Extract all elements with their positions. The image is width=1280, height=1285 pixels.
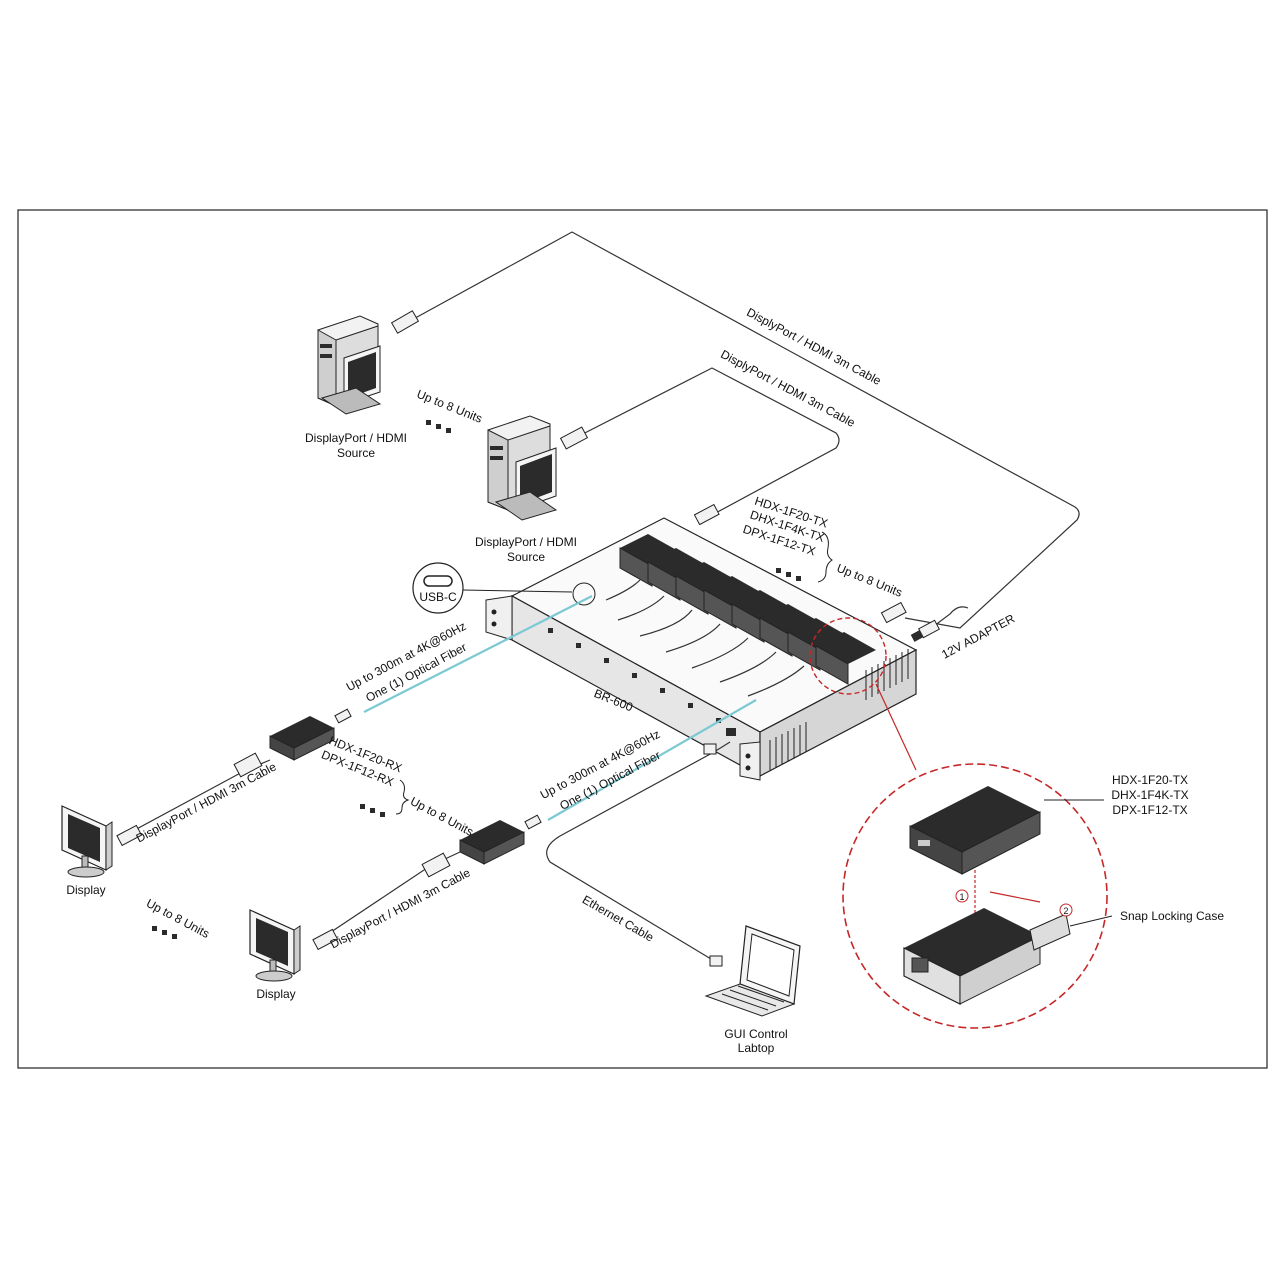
hdmi-connector-2 [559, 426, 589, 450]
display-monitor-1 [61, 805, 113, 878]
display1-label: Display [66, 883, 105, 897]
rx-unit-1 [269, 708, 352, 761]
tx-brace [817, 531, 833, 583]
zoom-model-3: DPX-1F12-TX [1112, 803, 1187, 817]
source-pc-1 [317, 315, 382, 415]
snap-label: Snap Locking Case [1120, 909, 1224, 923]
ellipsis-dots-source [426, 420, 451, 433]
fiber-line-1 [363, 595, 593, 713]
source1-label-line1: DisplayPort / HDMI [305, 431, 407, 445]
source2-label-line1: DisplayPort / HDMI [475, 535, 577, 549]
internal-patch-cables [605, 579, 805, 697]
cable-source2 [574, 367, 840, 516]
zoom-model-1: HDX-1F20-TX [1112, 773, 1188, 787]
fiber-line-2 [547, 699, 757, 821]
laptop-label-line1: GUI Control [724, 1027, 787, 1041]
zoom-case [903, 908, 1071, 1005]
usb-c-label: USB-C [419, 590, 457, 604]
laptop [704, 925, 801, 1017]
adapter-label: 12V ADAPTER [939, 611, 1017, 661]
rx-up-to-8-label: Up to 8 Units [408, 794, 476, 839]
step1-label: 1 [959, 892, 964, 902]
display-monitor-2 [249, 909, 301, 982]
up-to-8-display-label: Up to 8 Units [144, 896, 212, 941]
step2-marker [1059, 903, 1073, 917]
usb-c-callout: USB-C [412, 562, 596, 614]
latch-arrow [989, 891, 1041, 903]
ethernet-cable [546, 741, 731, 963]
hdmi-connector-display-1 [116, 752, 263, 847]
cable-display2-label: DisplayPort / HDMI 3m Cable [328, 865, 473, 951]
source1-label-line2: Source [337, 446, 375, 460]
rj45-plug-top [703, 743, 717, 755]
source2-label-line2: Source [507, 550, 545, 564]
ellipsis-dots-rx [360, 804, 385, 817]
step2-label: 2 [1063, 906, 1068, 916]
step1-marker [955, 889, 969, 903]
rx-brace [395, 779, 410, 815]
ellipsis-dots-display [152, 926, 177, 939]
tx-modules-row [619, 534, 876, 685]
hdmi-connector-4 [880, 601, 907, 624]
source-pc-2 [487, 415, 558, 521]
zoom-module [909, 786, 1041, 875]
laptop-label-line2: Labtop [738, 1041, 775, 1055]
diagram-frame [17, 209, 1268, 1069]
rx-unit-2 [459, 814, 542, 865]
zoom-detail-circle [842, 763, 1108, 1029]
zoom-leader-line [875, 683, 917, 771]
zoom-source-circle [809, 617, 887, 695]
rj45-plug-bottom [709, 955, 723, 967]
power-adapter-plug [910, 606, 969, 642]
tx-up-to-8-label: Up to 8 Units [835, 561, 905, 600]
hdmi-connector-3 [693, 503, 720, 526]
display2-label: Display [256, 987, 295, 1001]
up-to-8-source-label: Up to 8 Units [415, 387, 485, 426]
cable-source1 [407, 231, 1080, 629]
zoom-model-2: DHX-1F4K-TX [1111, 788, 1188, 802]
snap-leader [1069, 915, 1113, 927]
cable-display1-label: DisplayPort / HDMI 3m Cable [134, 759, 279, 845]
hdmi-connector-1 [390, 310, 420, 334]
hdmi-connector-display-2 [312, 852, 451, 951]
